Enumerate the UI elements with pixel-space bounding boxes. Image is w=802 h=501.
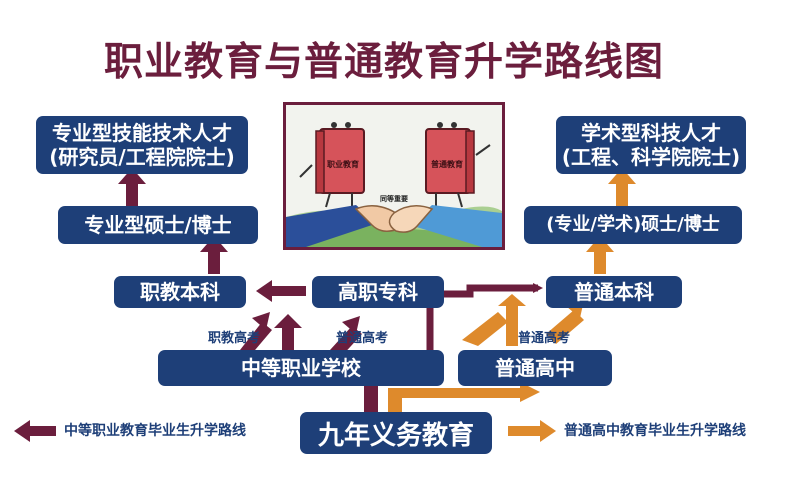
acad-master-box: (专业/学术)硕士/博士 xyxy=(524,206,742,244)
higher-voc-label: 高职专科 xyxy=(338,280,418,304)
prof-master-label: 专业型硕士/博士 xyxy=(84,213,232,237)
general-exam-label-right: 普通高考 xyxy=(518,331,571,346)
compulsory-box: 九年义务教育 xyxy=(300,412,492,454)
secondary-voc-box: 中等职业学校 xyxy=(158,350,444,386)
academic-talent-line1: 学术型科技人才 xyxy=(581,121,721,145)
compulsory-label: 九年义务教育 xyxy=(317,420,474,451)
left-book-icon xyxy=(299,122,365,208)
general-high-box: 普通高中 xyxy=(458,350,612,386)
right-book-icon xyxy=(425,122,491,208)
skilled-talent-line1: 专业型技能技术人才 xyxy=(52,121,232,145)
illustration-caption: 同等重要 xyxy=(380,194,408,203)
academic-talent-line2: (工程、科学院院士) xyxy=(561,145,741,169)
secondary-voc-label: 中等职业学校 xyxy=(241,356,361,380)
academic-talent-box: 学术型科技人才 (工程、科学院院士) xyxy=(556,116,746,174)
higher-voc-box: 高职专科 xyxy=(312,276,444,308)
voc-bachelor-box: 职教本科 xyxy=(114,276,246,308)
legend-general-arrow xyxy=(508,420,556,442)
general-bachelor-box: 普通本科 xyxy=(546,276,682,308)
skilled-talent-box: 专业型技能技术人才 (研究员/工程院院士) xyxy=(36,116,248,174)
right-book-label: 普通教育 xyxy=(431,159,463,169)
acad-master-label: (专业/学术)硕士/博士 xyxy=(546,214,720,235)
voc-exam-label: 职教高考 xyxy=(208,331,261,346)
handshake-drawing: 职业教育 普通教育 同等重要 xyxy=(286,105,502,247)
general-high-label: 普通高中 xyxy=(495,356,575,380)
legend-general-label: 普通高中教育毕业生升学路线 xyxy=(564,423,746,439)
general-exam-label-left: 普通高考 xyxy=(336,331,389,346)
left-book-label: 职业教育 xyxy=(327,159,359,169)
legend-vocational-label: 中等职业教育毕业生升学路线 xyxy=(64,423,246,439)
prof-master-box: 专业型硕士/博士 xyxy=(58,206,258,244)
page-title: 职业教育与普通教育升学路线图 xyxy=(104,40,665,85)
handshake-illustration: 职业教育 普通教育 同等重要 xyxy=(283,102,505,250)
skilled-talent-line2: (研究员/工程院院士) xyxy=(49,145,235,169)
voc-bachelor-label: 职教本科 xyxy=(140,280,220,304)
general-route-arrows xyxy=(388,168,636,412)
general-bachelor-label: 普通本科 xyxy=(574,280,654,304)
legend-vocational-arrow xyxy=(14,420,56,442)
